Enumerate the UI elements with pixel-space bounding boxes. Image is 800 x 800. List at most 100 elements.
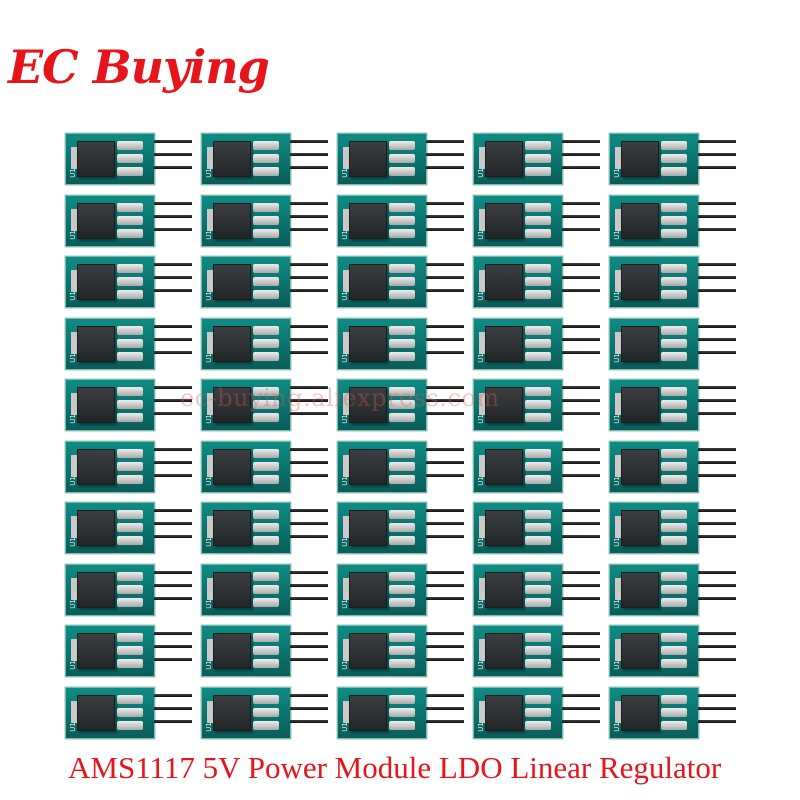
power-module: U1 <box>64 438 192 494</box>
header-pin <box>698 412 736 415</box>
silkscreen-label: U1 <box>204 721 213 732</box>
power-module: U1 <box>472 376 600 432</box>
header-pin <box>290 289 328 292</box>
header-pin <box>562 509 600 512</box>
solder-pad <box>117 351 143 361</box>
header-pin <box>698 658 736 661</box>
power-module: U1 <box>64 499 192 555</box>
silkscreen-label: U1 <box>612 229 621 240</box>
regulator-tab <box>479 331 485 354</box>
header-pin <box>426 596 464 600</box>
regulator-tab <box>71 331 77 354</box>
header-pin <box>426 227 464 231</box>
regulator-chip <box>213 448 251 485</box>
header-pin <box>290 214 328 218</box>
header-pin <box>426 140 464 143</box>
pcb-board: U1 <box>200 132 292 186</box>
solder-pad <box>389 448 415 458</box>
pcb-board: U1 <box>608 501 700 555</box>
header-pin <box>290 583 328 587</box>
brand-logo: EC Buying <box>8 40 270 94</box>
pcb-board: U1 <box>200 501 292 555</box>
pcb-board: U1 <box>64 255 156 309</box>
regulator-tab <box>343 331 349 354</box>
solder-pad <box>253 202 279 212</box>
solder-pad <box>253 694 279 704</box>
header-pin <box>562 412 600 415</box>
solder-pad <box>525 448 551 458</box>
silkscreen-label: U1 <box>476 660 485 670</box>
header-pin <box>698 324 736 328</box>
header-pin <box>562 227 600 231</box>
header-pin <box>154 337 192 341</box>
solder-pad <box>525 264 551 273</box>
header-pin <box>426 337 464 341</box>
solder-pad <box>389 720 415 730</box>
silkscreen-label: U1 <box>476 537 485 547</box>
regulator-tab <box>71 454 77 477</box>
silkscreen-label: U1 <box>340 660 349 670</box>
silkscreen-label: U1 <box>476 229 485 240</box>
regulator-tab <box>343 393 349 415</box>
solder-pad <box>389 413 415 422</box>
power-module: U1 <box>200 499 328 555</box>
regulator-tab <box>343 516 349 538</box>
pcb-board: U1 <box>336 132 428 186</box>
solder-pad <box>661 510 687 519</box>
regulator-chip <box>485 448 523 485</box>
silkscreen-label: U1 <box>612 660 621 670</box>
regulator-chip <box>349 202 387 239</box>
silkscreen-label: U1 <box>476 414 485 424</box>
solder-pad <box>661 202 687 212</box>
header-pin <box>562 473 600 477</box>
solder-pad <box>117 633 143 642</box>
solder-pad <box>525 536 551 545</box>
header-pin <box>698 447 736 451</box>
silkscreen-label: U1 <box>340 414 349 424</box>
solder-pad <box>253 400 279 409</box>
regulator-chip <box>621 387 659 423</box>
regulator-tab <box>479 454 485 477</box>
solder-pad <box>117 413 143 422</box>
regulator-chip <box>213 387 251 423</box>
regulator-chip <box>213 141 251 177</box>
product-caption: AMS1117 5V Power Module LDO Linear Regul… <box>68 750 722 785</box>
solder-pad <box>661 264 687 273</box>
solder-pad <box>253 228 279 238</box>
header-pin <box>154 522 192 525</box>
regulator-tab <box>479 147 485 169</box>
pcb-board: U1 <box>472 685 564 740</box>
regulator-chip <box>349 510 387 546</box>
header-pin <box>426 412 464 415</box>
header-pin <box>154 386 192 389</box>
regulator-tab <box>207 700 213 723</box>
regulator-tab <box>343 270 349 292</box>
header-pin <box>562 447 600 451</box>
header-pin <box>562 386 600 389</box>
regulator-chip <box>485 141 523 177</box>
solder-pad <box>661 277 687 286</box>
regulator-tab <box>207 393 213 415</box>
regulator-chip <box>349 694 387 731</box>
solder-pad <box>525 154 551 163</box>
regulator-chip <box>213 510 251 546</box>
header-pin <box>154 693 192 697</box>
regulator-chip <box>77 325 115 362</box>
solder-pad <box>389 694 415 704</box>
header-pin <box>562 399 600 402</box>
solder-pad <box>389 597 415 607</box>
regulator-chip <box>485 264 523 300</box>
solder-pad <box>253 413 279 422</box>
header-pin <box>154 719 192 723</box>
header-pin <box>426 350 464 354</box>
regulator-chip <box>621 202 659 239</box>
regulator-tab <box>479 208 485 231</box>
silkscreen-label: U1 <box>68 598 77 609</box>
silkscreen-label: U1 <box>476 598 485 609</box>
power-module: U1 <box>336 622 464 678</box>
solder-pad <box>389 510 415 519</box>
silkscreen-label: U1 <box>476 168 485 178</box>
power-module: U1 <box>64 684 192 740</box>
solder-pad <box>253 351 279 361</box>
